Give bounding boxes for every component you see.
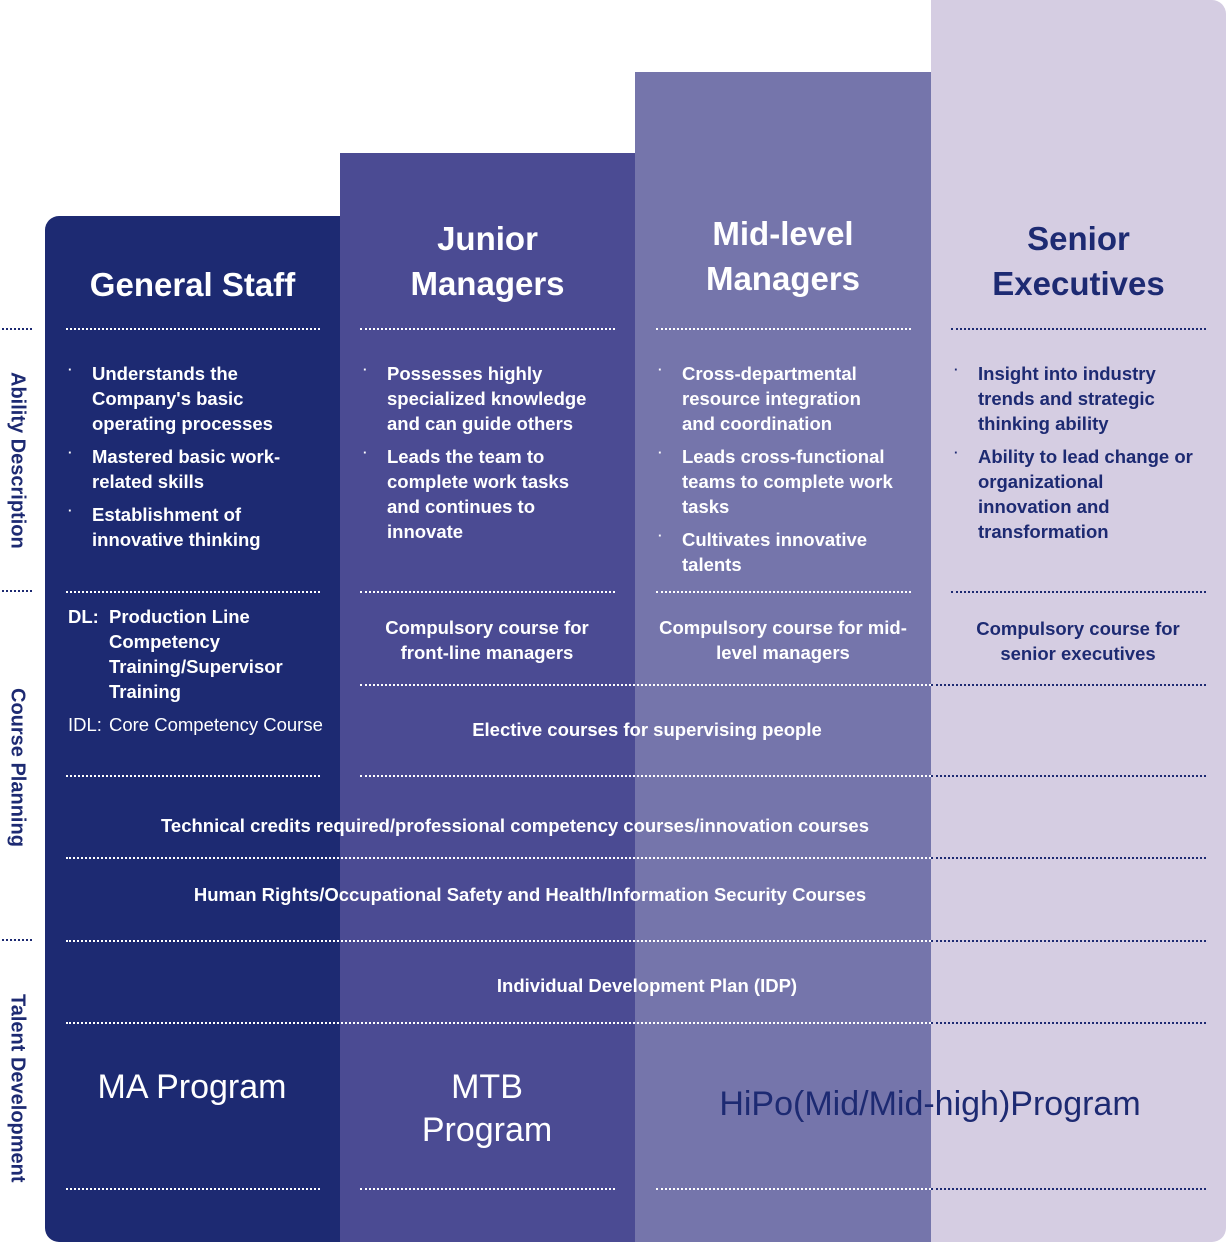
divider: [656, 1188, 931, 1190]
divider: [656, 591, 911, 593]
bullet: ·: [954, 362, 959, 377]
bullet: ·: [658, 528, 663, 543]
heading-senior-executives: Senior Executives: [992, 220, 1165, 302]
side-label-ability: Ability Description: [6, 371, 29, 549]
column-senior-executives: [931, 0, 1226, 1242]
course-prefix-dl: DL:: [68, 606, 99, 627]
column-general-staff: [45, 216, 340, 1242]
course-senior: Compulsory course for senior executives: [976, 618, 1180, 664]
divider: [360, 328, 615, 330]
course-dl: Production Line Competency Training/Supe…: [109, 606, 283, 702]
divider: [360, 591, 615, 593]
ability-item: Possesses highly specialized knowledge a…: [387, 363, 587, 434]
technical-courses: Technical credits required/professional …: [160, 815, 869, 836]
side-label-course: Course Planning: [6, 688, 29, 847]
divider: [66, 1022, 931, 1024]
heading-mid-level-managers: Mid-level Managers: [705, 215, 861, 297]
divider: [931, 1188, 1206, 1190]
divider: [931, 857, 1206, 859]
divider: [931, 775, 1206, 777]
side-divider: [2, 939, 32, 941]
elective-courses: Elective courses for supervising people: [472, 719, 822, 740]
bullet: ·: [68, 445, 73, 460]
bullet: ·: [68, 362, 73, 377]
divider: [66, 328, 320, 330]
bullet: ·: [658, 445, 663, 460]
course-front-line: Compulsory course for front-line manager…: [385, 617, 589, 663]
divider: [66, 1188, 320, 1190]
divider: [360, 1188, 615, 1190]
ability-item: Insight into industry trends and strateg…: [978, 363, 1156, 434]
heading-general-staff: General Staff: [89, 266, 296, 303]
bullet: ·: [363, 445, 368, 460]
ability-item: Leads the team to complete work tasks an…: [387, 446, 569, 542]
divider: [360, 684, 931, 686]
divider: [931, 940, 1206, 942]
program-hipo: HiPo(Mid/Mid-high)Program: [719, 1085, 1141, 1123]
ability-item: Ability to lead change or organizational…: [978, 446, 1193, 542]
divider: [951, 328, 1206, 330]
divider: [66, 857, 931, 859]
divider: [360, 775, 931, 777]
divider: [951, 591, 1206, 593]
divider: [66, 775, 320, 777]
side-divider: [2, 328, 32, 330]
side-label-talent: Talent Development: [6, 993, 29, 1183]
column-mid-level-managers: [635, 72, 931, 1242]
bullet: ·: [363, 362, 368, 377]
program-mtb: MTB Program: [421, 1068, 553, 1149]
course-prefix-idl: IDL:: [68, 714, 102, 735]
divider: [931, 1022, 1206, 1024]
idp: Individual Development Plan (IDP): [496, 975, 798, 996]
column-junior-managers: [340, 153, 635, 1242]
ability-item: Understands the Company's basic operatin…: [92, 363, 273, 434]
ability-item: Mastered basic work-related skills: [92, 446, 281, 492]
course-mid-level: Compulsory course for mid-level managers: [659, 617, 907, 663]
program-ma: MA Program: [97, 1068, 287, 1106]
bullet: ·: [954, 445, 959, 460]
divider: [66, 940, 931, 942]
ability-item: Cross-departmental resource integration …: [682, 363, 861, 434]
ability-item: Leads cross-functional teams to complete…: [682, 446, 893, 517]
divider: [66, 591, 320, 593]
course-idl: Core Competency Course: [109, 714, 323, 735]
ability-item: Cultivates innovative talents: [682, 529, 868, 575]
ability-item: Establishment of innovative thinking: [92, 504, 261, 550]
heading-junior-managers: Junior Managers: [410, 220, 565, 302]
bullet: ·: [68, 503, 73, 518]
compliance-courses: Human Rights/Occupational Safety and Hea…: [193, 884, 867, 905]
side-divider: [2, 590, 32, 592]
divider: [931, 684, 1206, 686]
divider: [656, 328, 911, 330]
bullet: ·: [658, 362, 663, 377]
